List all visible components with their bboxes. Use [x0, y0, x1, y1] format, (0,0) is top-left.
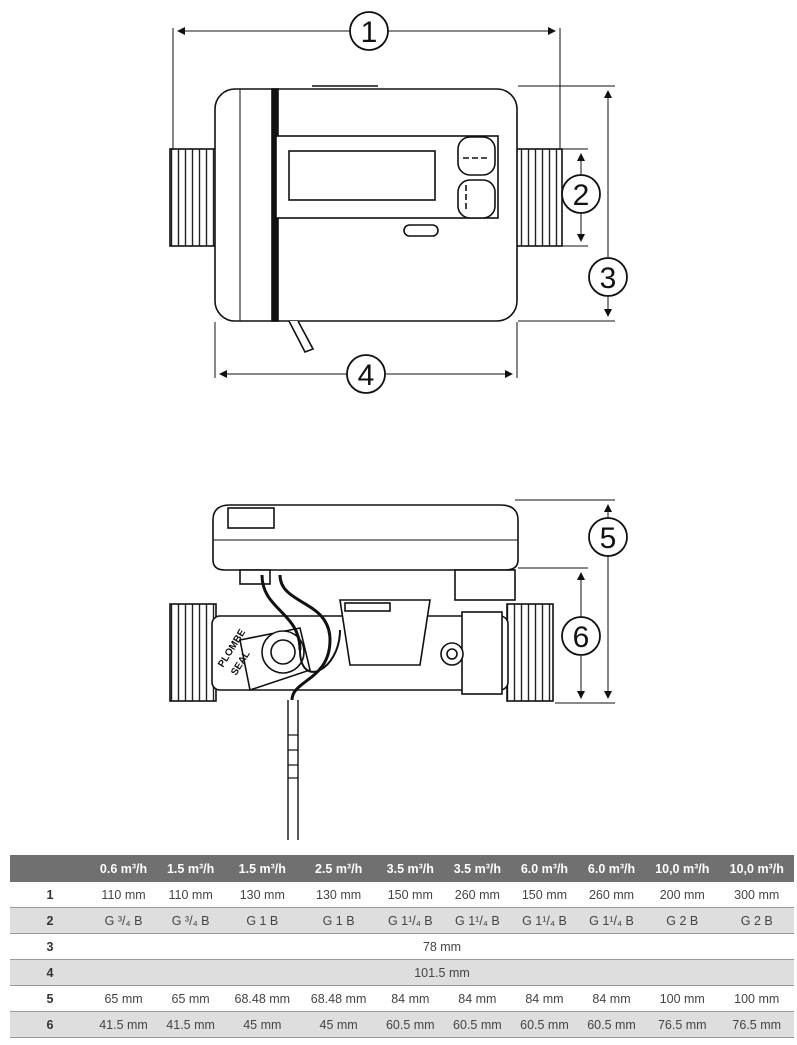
table-header-cell: 1.5 m³/h	[224, 855, 301, 882]
top-view	[169, 85, 563, 353]
table-cell-span: 101.5 mm	[90, 959, 794, 986]
table-cell: 110 mm	[90, 882, 158, 908]
row-label: 4	[10, 959, 90, 986]
table-cell: G 1¹/₄ B	[376, 907, 444, 934]
table-cell: 60.5 mm	[376, 1011, 444, 1038]
table-header-cell: 10,0 m³/h	[645, 855, 720, 882]
table-cell: 84 mm	[376, 985, 444, 1012]
table-header-cell: 1.5 m³/h	[157, 855, 225, 882]
table-cell: 260 mm	[577, 882, 646, 908]
row-label: 2	[10, 907, 90, 934]
table-row: 1 110 mm 110 mm 130 mm 130 mm 150 mm 260…	[10, 882, 794, 908]
callout-4: 4	[346, 354, 386, 394]
table-cell: 76.5 mm	[719, 1011, 794, 1038]
table-cell: 130 mm	[300, 882, 377, 908]
table-cell: G 1¹/₄ B	[443, 907, 511, 934]
dimension-6	[518, 567, 588, 704]
meter-housing	[212, 504, 519, 571]
dimension-1	[172, 27, 561, 150]
side-left-thread	[169, 603, 217, 702]
table-cell: 300 mm	[719, 882, 794, 908]
table-header-cell: 6.0 m³/h	[510, 855, 578, 882]
table-cell: G 1 B	[300, 907, 377, 934]
table-cell: 68.48 mm	[300, 985, 377, 1012]
meter-drawing: PLOMBE SEAL 1 2 3 4 5 6	[169, 11, 628, 840]
table-cell: 110 mm	[157, 882, 225, 908]
row-label: 1	[10, 882, 90, 908]
table-cell: 60.5 mm	[510, 1011, 578, 1038]
table-row: 6 41.5 mm 41.5 mm 45 mm 45 mm 60.5 mm 60…	[10, 1011, 794, 1038]
table-header-cell: 10,0 m³/h	[719, 855, 794, 882]
dimensions-table: 0.6 m³/h 1.5 m³/h 1.5 m³/h 2.5 m³/h 3.5 …	[10, 855, 794, 1038]
table-header-cell	[10, 855, 90, 882]
table-row: 4 101.5 mm	[10, 959, 794, 986]
dimension-2	[558, 148, 588, 247]
table-row: 3 78 mm	[10, 933, 794, 960]
callouts: 1 2 3 4 5 6	[346, 11, 628, 656]
button-upper	[457, 136, 496, 176]
table-row: 5 65 mm 65 mm 68.48 mm 68.48 mm 84 mm 84…	[10, 985, 794, 1012]
table-cell: 60.5 mm	[443, 1011, 511, 1038]
table-cell: 84 mm	[577, 985, 646, 1012]
table-cell: 41.5 mm	[90, 1011, 158, 1038]
callout-5: 5	[588, 517, 628, 557]
callout-2-label: 2	[573, 179, 590, 212]
table-cell: 65 mm	[90, 985, 158, 1012]
callout-4-label: 4	[358, 359, 375, 392]
table-cell: 60.5 mm	[577, 1011, 646, 1038]
side-view	[169, 504, 554, 840]
table-cell: G 1¹/₄ B	[510, 907, 578, 934]
table-header-row: 0.6 m³/h 1.5 m³/h 1.5 m³/h 2.5 m³/h 3.5 …	[10, 855, 794, 882]
callout-6: 6	[561, 616, 601, 656]
row-label: 5	[10, 985, 90, 1012]
callout-6-label: 6	[573, 621, 590, 654]
row-label: 6	[10, 1011, 90, 1038]
table-cell: 45 mm	[224, 1011, 301, 1038]
callout-3-label: 3	[600, 262, 617, 295]
dimension-3	[518, 85, 615, 322]
table-cell: 84 mm	[443, 985, 511, 1012]
table-cell: G 1¹/₄ B	[577, 907, 646, 934]
table-cell: 260 mm	[443, 882, 511, 908]
sensor-opening	[403, 224, 439, 237]
table-header-cell: 3.5 m³/h	[443, 855, 511, 882]
left-thread	[169, 148, 217, 247]
table-cell: 68.48 mm	[224, 985, 301, 1012]
callout-2: 2	[561, 174, 601, 214]
callout-1-label: 1	[361, 16, 378, 49]
table-cell: 130 mm	[224, 882, 301, 908]
table-cell: 150 mm	[510, 882, 578, 908]
table-cell: 45 mm	[300, 1011, 377, 1038]
table-cell: 100 mm	[645, 985, 720, 1012]
lcd-display	[288, 150, 436, 201]
table-cell: G 2 B	[645, 907, 720, 934]
table-cell: 65 mm	[157, 985, 225, 1012]
right-thread	[515, 148, 563, 247]
table-cell: 100 mm	[719, 985, 794, 1012]
callout-1: 1	[349, 11, 389, 51]
table-cell: 150 mm	[376, 882, 444, 908]
table-cell: G ³/₄ B	[90, 907, 158, 934]
dimension-4	[214, 322, 518, 378]
table-cell-span: 78 mm	[90, 933, 794, 960]
table-header-cell: 3.5 m³/h	[376, 855, 444, 882]
table-row: 2 G ³/₄ B G ³/₄ B G 1 B G 1 B G 1¹/₄ B G…	[10, 907, 794, 934]
table-header-cell: 6.0 m³/h	[577, 855, 646, 882]
table-cell: 84 mm	[510, 985, 578, 1012]
table-cell: G 2 B	[719, 907, 794, 934]
table-header-cell: 0.6 m³/h	[90, 855, 158, 882]
side-right-thread	[506, 603, 554, 702]
callout-3: 3	[588, 257, 628, 297]
table-cell: G 1 B	[224, 907, 301, 934]
table-cell: 41.5 mm	[157, 1011, 225, 1038]
table-header-cell: 2.5 m³/h	[300, 855, 377, 882]
callout-5-label: 5	[600, 522, 617, 555]
table-cell: 76.5 mm	[645, 1011, 720, 1038]
table-cell: G ³/₄ B	[157, 907, 225, 934]
button-lower	[457, 179, 496, 219]
row-label: 3	[10, 933, 90, 960]
table-cell: 200 mm	[645, 882, 720, 908]
